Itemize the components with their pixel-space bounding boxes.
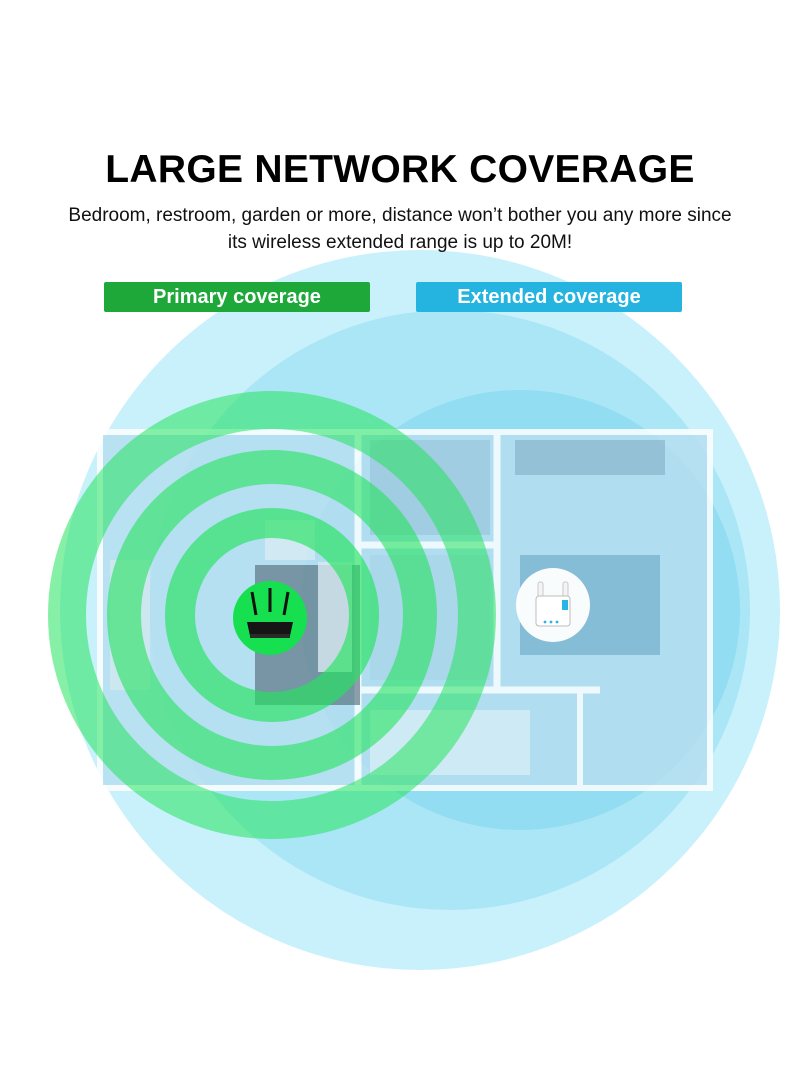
primary-ring-inner: [165, 508, 379, 722]
page-title: LARGE NETWORK COVERAGE: [105, 148, 695, 191]
page-subtitle: Bedroom, restroom, garden or more, dista…: [68, 205, 732, 253]
wifi-extender-icon: [516, 568, 590, 642]
primary-coverage-badge: Primary coverage: [104, 282, 370, 312]
primary-ring-middle: [107, 450, 437, 780]
extended-coverage-badge: Extended coverage: [416, 282, 682, 312]
primary-coverage-rings: [48, 391, 496, 839]
wardrobe: [515, 440, 665, 475]
primary-ring-outer: [48, 391, 496, 839]
router-icon: [233, 581, 307, 655]
